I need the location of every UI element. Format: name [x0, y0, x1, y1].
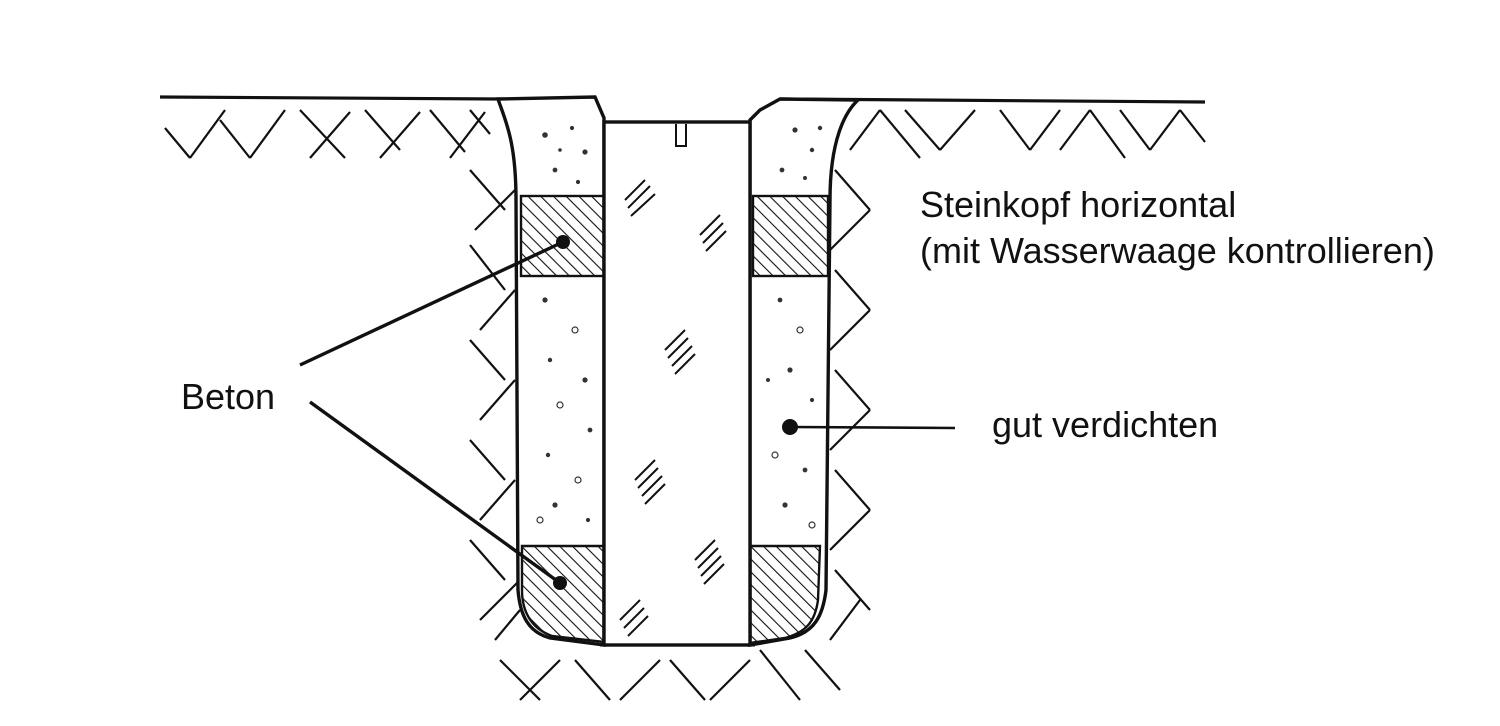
label-wasserwaage-kontrollieren: (mit Wasserwaage kontrollieren): [920, 230, 1435, 271]
leader-lines: [299, 240, 956, 585]
label-steinkopf-horizontal: Steinkopf horizontal: [920, 184, 1237, 225]
hatched-concrete-collars: [519, 194, 830, 645]
leader-beton-lower: [309, 400, 561, 585]
soil-hatching: [164, 109, 1206, 701]
ground-surface: [159, 95, 1206, 104]
leader-verdichten: [789, 425, 956, 430]
label-gut-verdichten: gut verdichten: [992, 404, 1219, 445]
leader-beton-upper: [299, 240, 564, 367]
leader-dots: [553, 235, 798, 590]
stone-post: [602, 120, 752, 647]
concrete-speckles: [536, 125, 823, 529]
label-beton: Beton: [181, 376, 276, 417]
